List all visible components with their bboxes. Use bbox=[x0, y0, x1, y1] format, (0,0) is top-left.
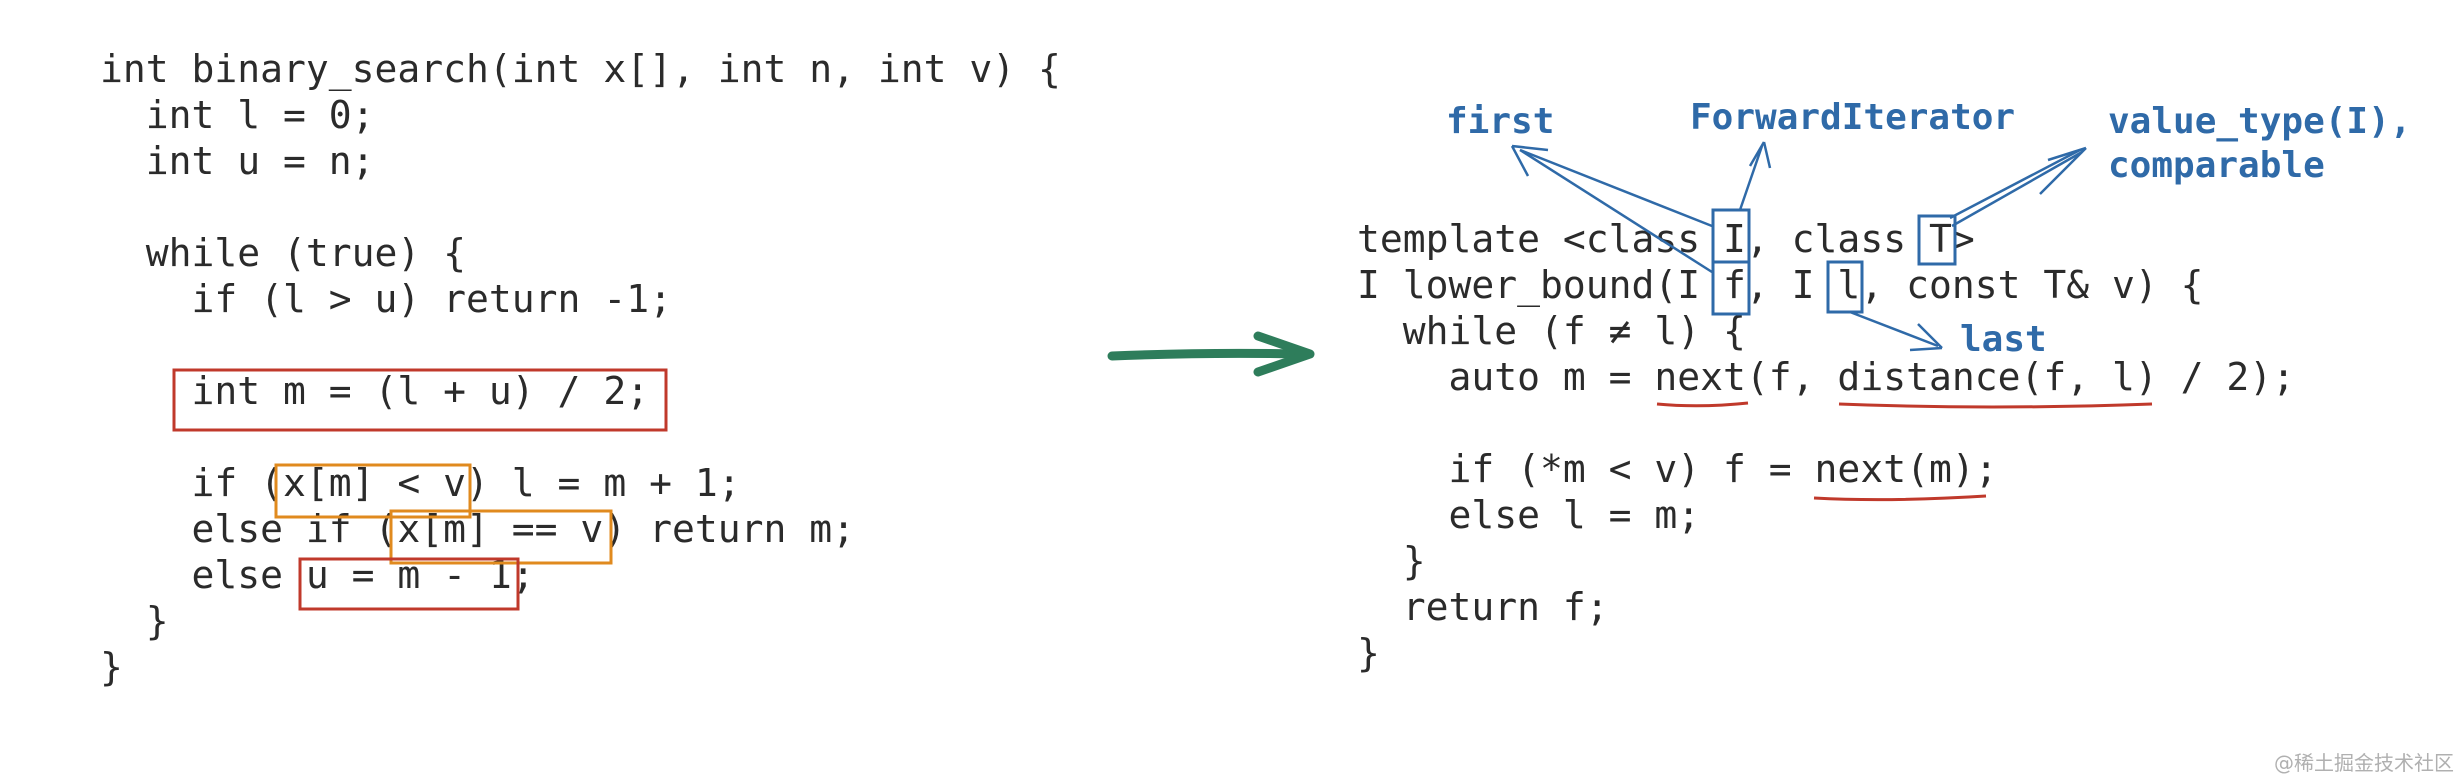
left-code-line-11: else if (x[m] == v) return m; bbox=[100, 507, 855, 551]
underline-distance bbox=[1838, 402, 2153, 409]
annotation-value-type-1: value_type(I), bbox=[2108, 101, 2412, 142]
left-code-line-3: int u = n; bbox=[100, 139, 375, 183]
watermark: @稀土掘金技术社区 bbox=[2274, 751, 2454, 775]
left-code-line-12: else u = m - 1; bbox=[100, 553, 535, 597]
arrow-T-to-value-type-1 bbox=[1949, 148, 2081, 220]
left-code-line-5: while (true) { bbox=[100, 231, 467, 275]
left-code-line-8: int m = (l + u) / 2; bbox=[100, 369, 650, 413]
right-code-line-10: } bbox=[1357, 631, 1380, 675]
right-code-line-3: while (f ≠ l) { bbox=[1357, 309, 1746, 353]
annotation-first: first bbox=[1446, 101, 1555, 142]
right-code-line-6: if (*m < v) f = next(m); bbox=[1357, 447, 1998, 491]
arrowhead-last bbox=[1909, 323, 1943, 352]
right-code-line-1: template <class I, class T> bbox=[1357, 217, 1975, 261]
annotation-last: last bbox=[1960, 319, 2047, 360]
green-arrowhead bbox=[1253, 331, 1315, 377]
right-code-line-4: auto m = next(f, distance(f, l) / 2); bbox=[1357, 355, 2296, 399]
left-code-line-6: if (l > u) return -1; bbox=[100, 277, 672, 321]
right-code-line-9: return f; bbox=[1357, 585, 1609, 629]
left-code-line-10: if (x[m] < v) l = m + 1; bbox=[100, 461, 741, 505]
green-transform-arrow bbox=[1107, 348, 1305, 361]
arrowhead-forward-iterator bbox=[1748, 141, 1772, 169]
right-code-line-2: I lower_bound(I f, I l, const T& v) { bbox=[1357, 263, 2204, 307]
left-code-line-2: int l = 0; bbox=[100, 93, 375, 137]
right-code-line-7: else l = m; bbox=[1357, 493, 1701, 537]
right-code-line-8: } bbox=[1357, 539, 1426, 583]
arrow-I-to-forward-iterator bbox=[1738, 145, 1764, 211]
annotation-value-type-2: comparable bbox=[2108, 145, 2325, 186]
annotation-forward-iterator: ForwardIterator bbox=[1690, 97, 2016, 138]
arrow-I-to-first bbox=[1519, 148, 1713, 228]
arrow-l-to-last bbox=[1849, 310, 1939, 348]
arrowhead-first bbox=[1510, 144, 1549, 177]
arrowhead-value-type bbox=[2039, 146, 2087, 195]
left-code-line-1: int binary_search(int x[], int n, int v)… bbox=[100, 47, 1061, 91]
underline-next-2 bbox=[1813, 494, 1987, 502]
left-code-line-13: } bbox=[100, 599, 169, 643]
left-code-line-14: } bbox=[100, 645, 123, 689]
arrow-T-to-value-type-2 bbox=[1951, 150, 2083, 228]
underline-next-1 bbox=[1656, 401, 1749, 408]
